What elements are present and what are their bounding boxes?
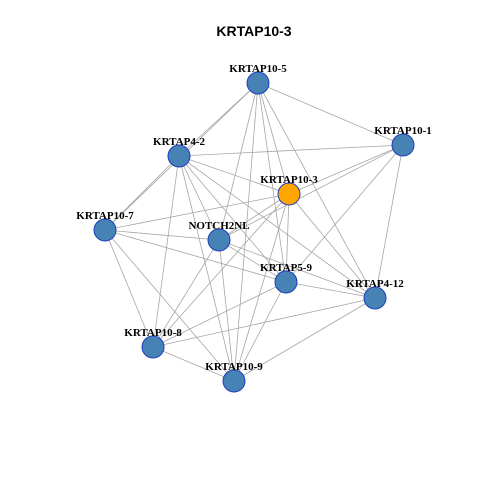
node-krtap4-12 [363, 286, 387, 310]
edge-krtap10-1-notch2nl [218, 144, 404, 241]
edge-krtap4-2-krtap5-9 [178, 155, 287, 283]
node-krtap4-2 [167, 144, 191, 168]
graph-title: KRTAP10-3 [216, 23, 291, 39]
edge-krtap10-3-notch2nl [218, 193, 290, 241]
node-label-krtap10-3: KRTAP10-3 [260, 174, 318, 186]
edge-notch2nl-krtap4-12 [218, 239, 376, 299]
node-label-notch2nl: NOTCH2NL [188, 220, 249, 232]
node-label-krtap4-12: KRTAP4-12 [346, 278, 404, 290]
node-label-krtap10-9: KRTAP10-9 [205, 361, 263, 373]
node-krtap10-8 [141, 335, 165, 359]
edge-krtap5-9-krtap4-12 [285, 281, 376, 299]
edge-krtap4-2-krtap10-1 [178, 144, 404, 157]
edge-krtap10-5-krtap10-1 [257, 82, 404, 146]
edge-krtap10-5-krtap10-9 [233, 82, 259, 382]
edge-krtap10-7-notch2nl [104, 229, 220, 241]
node-krtap10-7 [93, 218, 117, 242]
edge-krtap4-12-krtap10-9 [233, 297, 376, 382]
node-krtap10-5 [246, 71, 270, 95]
node-krtap5-9 [274, 270, 298, 294]
node-label-krtap4-2: KRTAP4-2 [153, 136, 205, 148]
edge-krtap10-1-krtap4-12 [374, 144, 404, 299]
edge-krtap10-1-krtap5-9 [285, 144, 404, 283]
node-label-krtap10-5: KRTAP10-5 [229, 63, 287, 75]
edge-krtap10-7-krtap10-9 [104, 229, 235, 382]
edge-krtap10-5-krtap4-12 [257, 82, 376, 299]
node-notch2nl [207, 228, 231, 252]
edge-krtap10-5-notch2nl [218, 82, 259, 241]
edge-krtap10-7-krtap10-8 [104, 229, 154, 348]
edge-notch2nl-krtap5-9 [218, 239, 287, 283]
nodes-layer [93, 71, 415, 393]
edge-krtap10-3-krtap10-7 [104, 193, 290, 231]
node-label-krtap10-8: KRTAP10-8 [124, 327, 182, 339]
edge-krtap10-5-krtap10-3 [257, 82, 290, 195]
edge-krtap4-2-notch2nl [178, 155, 220, 241]
edge-krtap4-2-krtap4-12 [178, 155, 376, 299]
edge-krtap4-2-krtap10-3 [178, 155, 290, 195]
node-label-krtap5-9: KRTAP5-9 [260, 262, 312, 274]
edge-krtap10-8-krtap10-9 [152, 346, 235, 382]
edge-krtap10-3-krtap10-8 [152, 193, 290, 348]
edges-layer [104, 82, 404, 382]
edge-notch2nl-krtap10-9 [218, 239, 235, 382]
node-krtap10-9 [222, 369, 246, 393]
edge-krtap10-3-krtap10-9 [233, 193, 290, 382]
edge-krtap5-9-krtap10-9 [233, 281, 287, 382]
edge-krtap5-9-krtap10-8 [152, 281, 287, 348]
edge-krtap4-2-krtap10-7 [104, 155, 180, 231]
edge-krtap10-3-krtap5-9 [285, 193, 290, 283]
node-krtap10-1 [391, 133, 415, 157]
node-label-krtap10-7: KRTAP10-7 [76, 210, 134, 222]
edge-krtap4-2-krtap10-8 [152, 155, 180, 348]
node-label-krtap10-1: KRTAP10-1 [374, 125, 431, 137]
edge-krtap10-3-krtap4-12 [288, 193, 376, 299]
edge-krtap4-2-krtap10-9 [178, 155, 235, 382]
edge-krtap10-7-krtap5-9 [104, 229, 287, 283]
node-krtap10-3 [277, 182, 301, 206]
edge-krtap10-5-krtap5-9 [257, 82, 287, 283]
edge-notch2nl-krtap10-8 [152, 239, 220, 348]
edge-krtap10-1-krtap10-3 [288, 144, 404, 195]
edge-krtap4-12-krtap10-8 [152, 297, 376, 348]
